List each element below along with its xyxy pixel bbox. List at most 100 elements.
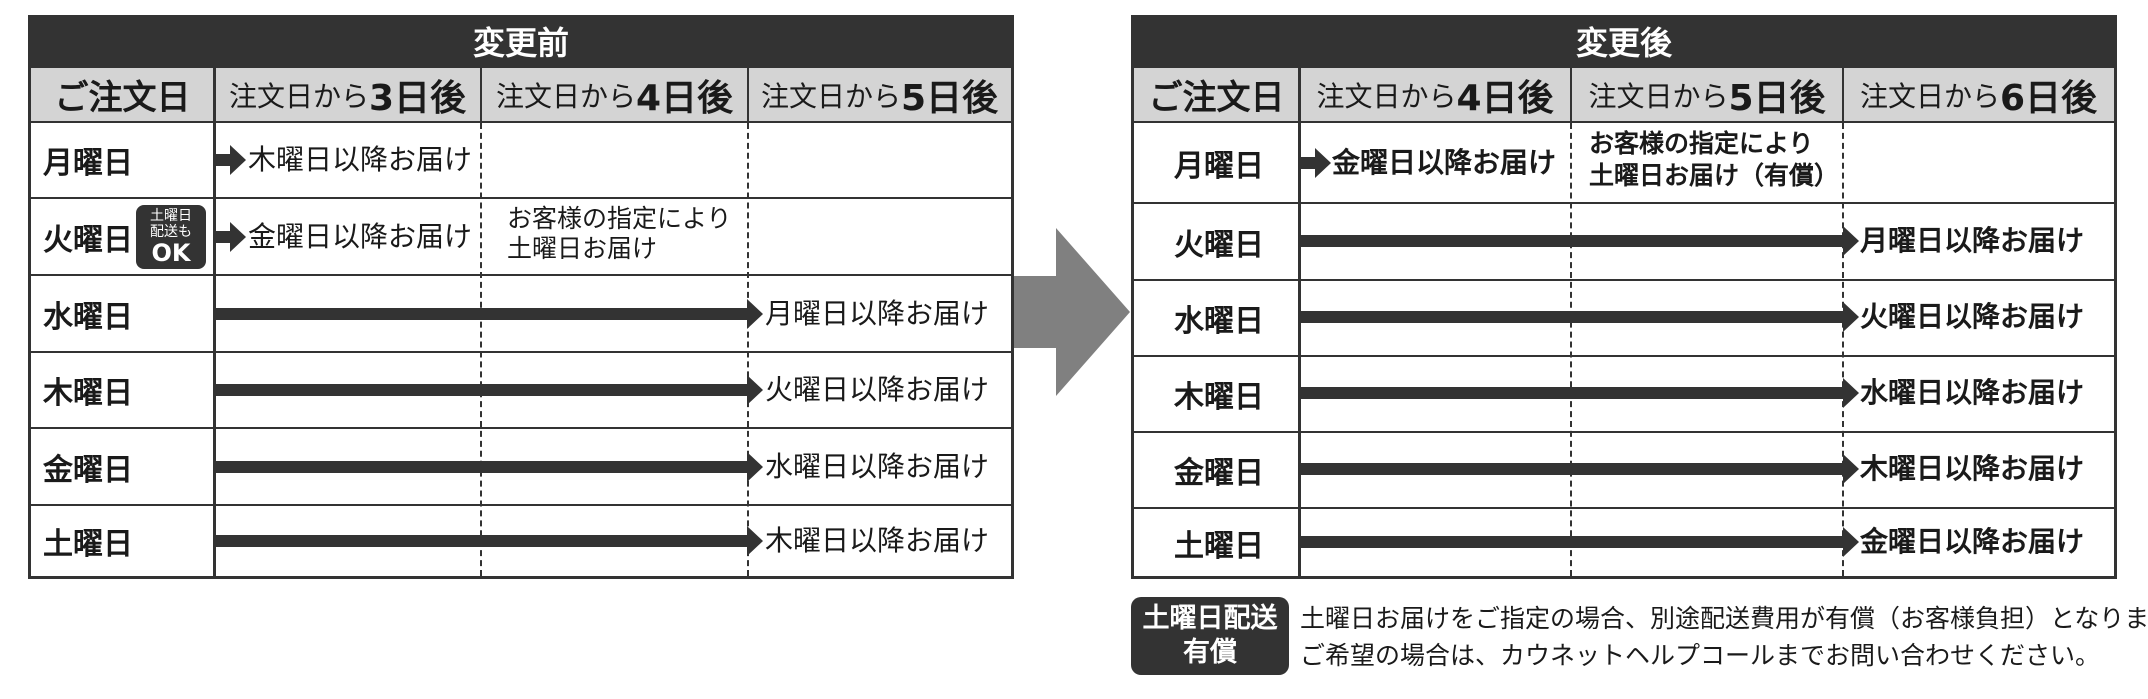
before-divider — [31, 351, 1011, 353]
before-divider — [747, 123, 749, 576]
before-row-mon-label: 月曜日 — [43, 146, 133, 181]
before-row-tue-label: 火曜日 — [43, 222, 133, 258]
before-divider — [31, 274, 1011, 276]
before-row-wed-label: 水曜日 — [43, 299, 133, 335]
after-row-sat-label: 土曜日 — [1174, 528, 1264, 564]
before-title: 変更前 — [31, 18, 1011, 68]
badge-line2: 配送も — [150, 224, 192, 240]
after-header-col1-pre: 注文日から — [1316, 79, 1457, 113]
after-fri-arrow — [1299, 463, 1844, 475]
before-header-col1-num: 3日後 — [368, 77, 467, 119]
before-fri-arrowhead — [747, 452, 763, 482]
after-divider — [1134, 279, 2114, 281]
before-wed-arrow — [214, 308, 748, 320]
after-header-order-day: ご注文日 — [1134, 68, 1299, 121]
after-sat-arrowhead — [1843, 527, 1859, 557]
footer-note-line1: 土曜日お届けをご指定の場合、別途配送費用が有償（お客様負担）となります。 — [1300, 604, 2148, 633]
after-header-col3-pre: 注文日から — [1859, 79, 2000, 113]
after-divider — [1134, 431, 2114, 433]
after-mon-arrow — [1299, 157, 1316, 169]
before-mon-result: 木曜日以降お届け — [248, 143, 473, 176]
after-fri-result: 木曜日以降お届け — [1860, 452, 2085, 485]
after-fri-arrowhead — [1843, 454, 1859, 484]
before-tue-note-line2: 土曜日お届け — [507, 234, 658, 263]
after-tue-arrow — [1299, 235, 1844, 247]
after-divider — [1842, 68, 1844, 123]
before-wed-arrowhead — [747, 299, 763, 329]
big-right-arrow-icon — [1014, 228, 1130, 396]
before-thu-arrow — [214, 384, 748, 396]
before-sat-result: 木曜日以降お届け — [765, 524, 990, 557]
after-wed-arrowhead — [1843, 302, 1859, 332]
after-sat-result: 金曜日以降お届け — [1860, 525, 2085, 558]
after-divider — [1134, 355, 2114, 357]
before-divider — [31, 427, 1011, 429]
after-divider — [1134, 507, 2114, 509]
before-row-sat-label: 土曜日 — [43, 527, 133, 562]
after-divider — [1570, 123, 1572, 576]
after-header-col1-num: 4日後 — [1456, 77, 1554, 119]
after-header-col3-num: 6日後 — [1999, 77, 2098, 119]
before-divider — [747, 68, 749, 123]
before-divider — [31, 504, 1011, 506]
before-thu-arrowhead — [747, 375, 763, 405]
after-wed-arrow — [1299, 311, 1844, 323]
after-divider — [1134, 202, 2114, 204]
before-sat-arrow — [214, 535, 748, 547]
after-row-thu-label: 木曜日 — [1174, 380, 1264, 415]
footer-note-line2: ご希望の場合は、カウネットヘルプコールまでお問い合わせください。 — [1300, 641, 2101, 670]
after-divider — [1570, 68, 1572, 123]
paid-badge-line2: 有償 — [1183, 637, 1237, 668]
before-row-fri-label: 金曜日 — [43, 452, 133, 488]
after-thu-result: 水曜日以降お届け — [1860, 376, 2085, 409]
saturday-delivery-ok-badge: 土曜日 配送も OK — [136, 205, 206, 269]
after-tue-arrowhead — [1843, 226, 1859, 256]
after-thu-arrowhead — [1843, 378, 1859, 408]
before-wed-result: 月曜日以降お届け — [765, 297, 990, 330]
after-wed-result: 火曜日以降お届け — [1860, 300, 2085, 333]
before-tue-note-line1: お客様の指定により — [507, 204, 732, 233]
after-divider — [1134, 121, 2114, 123]
before-sat-arrowhead — [747, 526, 763, 556]
before-header-col2-num: 4日後 — [635, 77, 734, 119]
after-mon-note-line1: お客様の指定により — [1589, 129, 1814, 158]
before-header-col3-pre: 注文日から — [760, 79, 901, 113]
after-header-col2-pre: 注文日から — [1588, 79, 1729, 113]
after-mon-note-line2: 土曜日お届け（有償） — [1589, 161, 1840, 190]
after-sat-arrow — [1299, 536, 1844, 548]
after-row-mon-label: 月曜日 — [1174, 148, 1264, 184]
before-mon-arrow — [214, 154, 231, 166]
before-divider — [213, 68, 216, 576]
before-divider — [480, 123, 482, 576]
saturday-delivery-paid-badge: 土曜日配送 有償 — [1131, 597, 1289, 675]
after-tue-result: 月曜日以降お届け — [1860, 224, 2085, 257]
after-row-wed-label: 水曜日 — [1174, 304, 1264, 339]
before-tue-arrowhead — [230, 222, 246, 252]
before-fri-result: 水曜日以降お届け — [765, 450, 990, 483]
before-divider — [480, 68, 482, 123]
after-title: 変更後 — [1134, 18, 2114, 68]
badge-ok: OK — [151, 239, 191, 267]
before-header-col3-num: 5日後 — [900, 77, 999, 119]
before-divider — [31, 121, 1011, 123]
before-mon-arrowhead — [230, 145, 246, 175]
after-divider — [1842, 123, 1844, 576]
before-row-thu-label: 木曜日 — [43, 376, 133, 411]
before-fri-arrow — [214, 461, 748, 473]
before-divider — [31, 197, 1011, 199]
before-header-col1-pre: 注文日から — [228, 79, 369, 113]
badge-line1: 土曜日 — [150, 208, 192, 224]
before-tue-arrow — [214, 231, 231, 243]
after-header-col2-num: 5日後 — [1728, 77, 1826, 119]
after-mon-result: 金曜日以降お届け — [1332, 146, 1557, 179]
before-header-col2-pre: 注文日から — [495, 79, 636, 113]
after-row-fri-label: 金曜日 — [1174, 456, 1264, 491]
after-mon-arrowhead — [1315, 148, 1331, 178]
